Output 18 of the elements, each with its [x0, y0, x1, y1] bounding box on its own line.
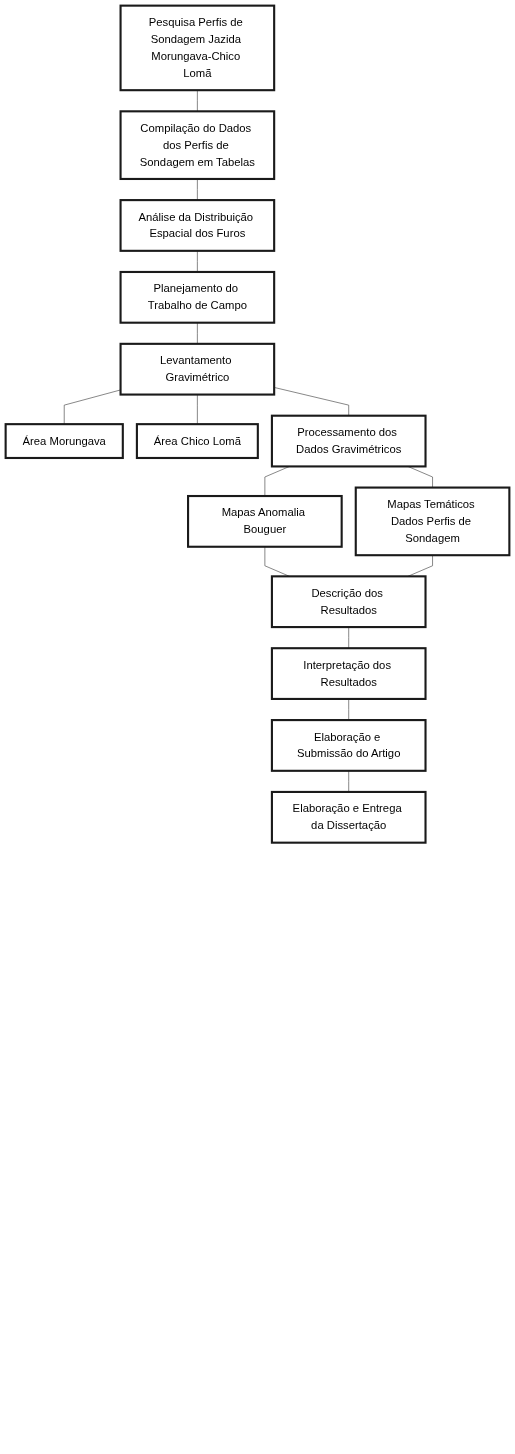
node-box: Mapas Anomalia Bouguer — [187, 494, 343, 548]
connector — [197, 178, 198, 201]
node-box: Análise da Distribuição Espacial dos Furos — [119, 199, 276, 252]
connector — [348, 698, 350, 721]
node-box: Levantamento Gravimétrico — [119, 342, 276, 396]
node-box: Compilação do Dados dos Perfis de Sondagem em Tabelas — [119, 110, 276, 180]
node-box: Mapas Temáticos Dados Perfis de Sondagem — [354, 486, 511, 557]
node-box: Processamento dos Dados Gravimétricos — [270, 414, 427, 468]
node-box: Descrição dos Resultados — [270, 575, 427, 629]
node-box: Elaboração e Entrega da Dissertação — [270, 790, 427, 844]
node-box: Área Morungava — [4, 423, 124, 460]
connector — [197, 394, 198, 425]
node-box: Elaboração e Submissão do Artigo — [270, 719, 427, 772]
connector — [63, 389, 121, 425]
node-box: Área Chico Lomã — [135, 423, 259, 460]
node-box: Pesquisa Perfis de Sondagem Jazida Morungava-Chico Lomã — [119, 4, 276, 92]
node-box: Planejamento do Trabalho de Campo — [119, 270, 276, 324]
node-box: Interpretação dos Resultados — [270, 647, 427, 700]
